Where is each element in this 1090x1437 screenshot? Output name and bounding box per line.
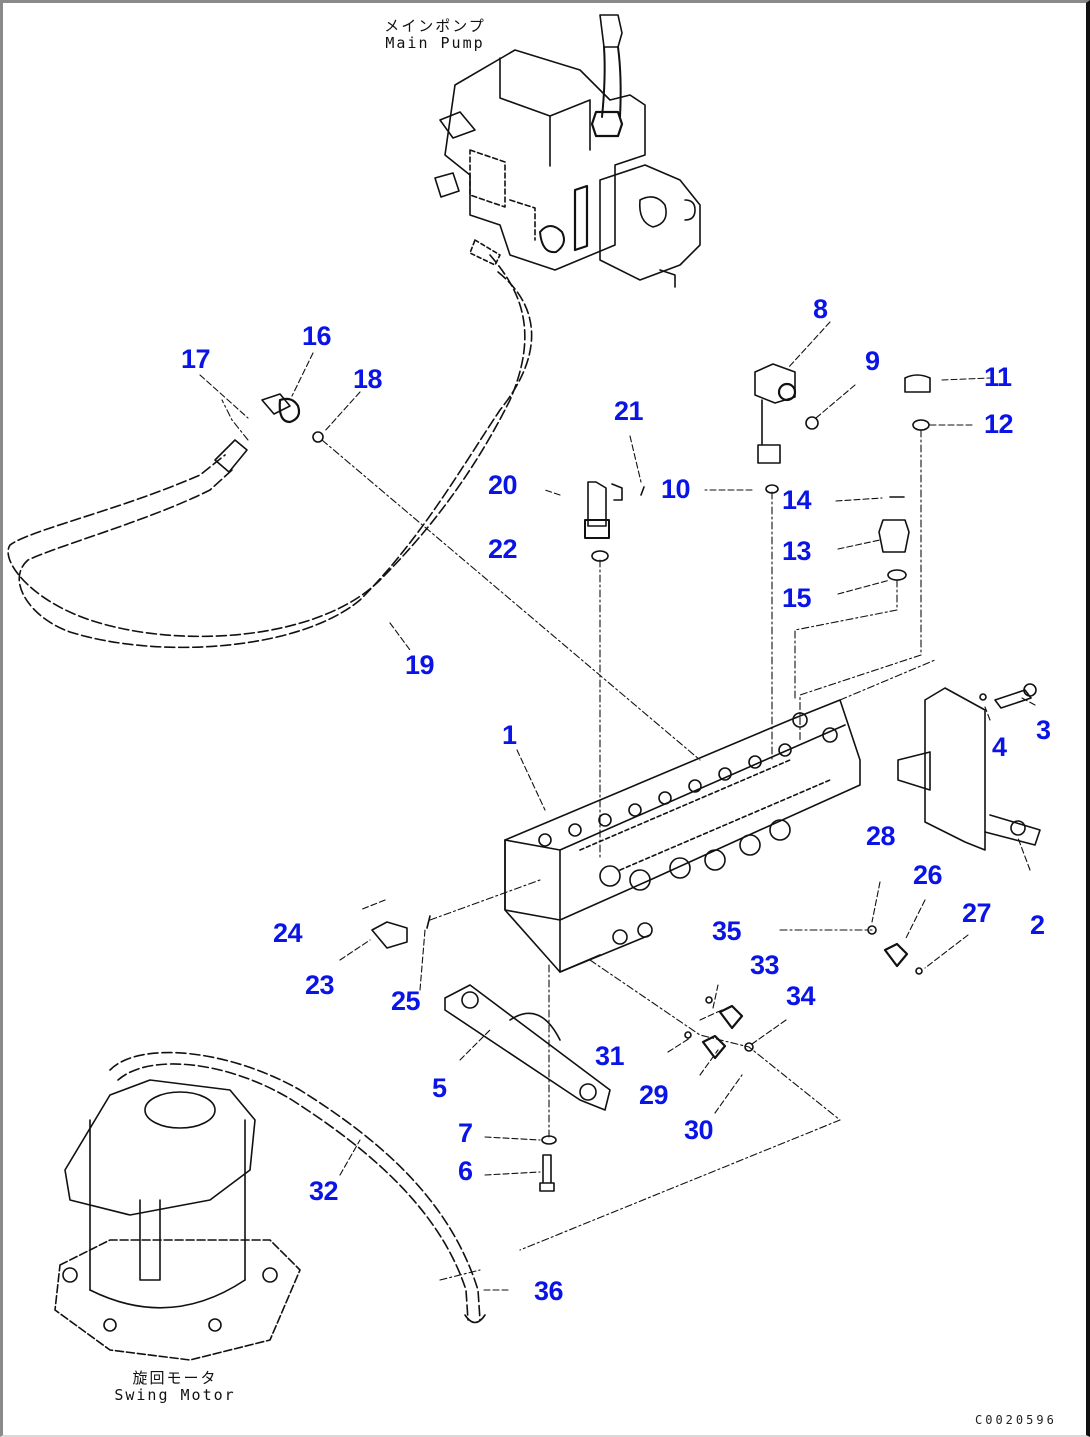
leader-lines — [221, 399, 936, 1281]
oring-18 — [312, 431, 324, 443]
bolt-6 — [539, 1154, 555, 1192]
oring-28 — [867, 925, 877, 935]
oring-12 — [912, 419, 930, 431]
main-pump — [434, 14, 701, 288]
swing-motor-caption: 旋回モータ Swing Motor — [95, 1369, 255, 1405]
callout-26: 26 — [913, 860, 943, 890]
callout-14: 14 — [782, 485, 812, 515]
callout-8: 8 — [813, 294, 828, 324]
callout-12: 12 — [984, 409, 1014, 439]
oring-31 — [684, 1031, 692, 1039]
callout-22: 22 — [488, 534, 518, 564]
callout-7: 7 — [458, 1118, 473, 1148]
callout-6: 6 — [458, 1156, 473, 1186]
plate-5 — [444, 984, 611, 1111]
callout-35: 35 — [712, 916, 742, 946]
drawing-code: C0020596 — [975, 1413, 1057, 1427]
callout-3: 3 — [1036, 715, 1051, 745]
callout-24: 24 — [273, 918, 303, 948]
oring-9 — [805, 416, 819, 430]
main-pump-caption-jp: メインポンプ — [384, 17, 486, 35]
callout-17: 17 — [181, 344, 211, 374]
elbow-20 — [584, 481, 623, 539]
swing-motor-caption-en: Swing Motor — [114, 1386, 236, 1405]
bolt-3-head — [1023, 683, 1037, 697]
hose-32-end — [464, 1314, 486, 1324]
elbow-23 — [371, 921, 408, 949]
plug-29 — [701, 1034, 727, 1060]
control-valve-1 — [504, 699, 861, 973]
hose-32 — [109, 1051, 481, 1321]
callout-32: 32 — [309, 1176, 339, 1206]
callout-28: 28 — [866, 821, 896, 851]
callout-36: 36 — [534, 1276, 564, 1306]
callout-13: 13 — [782, 536, 812, 566]
oring-27 — [915, 967, 923, 975]
main-pump-caption: メインポンプ Main Pump — [370, 17, 500, 53]
callout-23: 23 — [305, 970, 335, 1000]
oring-21 — [640, 486, 645, 496]
elbow-8 — [754, 363, 797, 464]
bolt-3 — [994, 689, 1032, 709]
callout-4: 4 — [992, 732, 1007, 762]
swing-motor-caption-jp: 旋回モータ — [132, 1369, 218, 1387]
callout-29: 29 — [639, 1080, 669, 1110]
washer-4 — [979, 693, 987, 701]
hose-19-fitting — [214, 439, 248, 473]
oring-25 — [426, 915, 431, 929]
callout-34: 34 — [786, 981, 816, 1011]
oring-35 — [705, 996, 713, 1004]
plug-33 — [718, 1004, 744, 1030]
callout-16: 16 — [302, 321, 332, 351]
main-pump-caption-en: Main Pump — [385, 34, 485, 53]
hose-19 — [7, 254, 533, 649]
fitting-16 — [261, 393, 301, 424]
plug-11 — [904, 374, 931, 393]
plug-13 — [878, 519, 910, 553]
callout-30: 30 — [684, 1115, 714, 1145]
callout-18: 18 — [353, 364, 383, 394]
plug-26 — [883, 942, 909, 968]
swing-motor — [54, 1079, 301, 1361]
callout-9: 9 — [865, 346, 880, 376]
callout-27: 27 — [962, 898, 992, 928]
callout-31: 31 — [595, 1041, 625, 1071]
callout-leaders — [199, 321, 1036, 1291]
bracket-2 — [897, 687, 1041, 851]
callout-25: 25 — [391, 986, 421, 1016]
callout-33: 33 — [750, 950, 780, 980]
callout-10: 10 — [661, 474, 691, 504]
callout-11: 11 — [984, 362, 1012, 392]
callout-5: 5 — [432, 1073, 447, 1103]
callout-15: 15 — [782, 583, 812, 613]
callout-20: 20 — [488, 470, 518, 500]
callout-1: 1 — [502, 720, 517, 750]
callout-21: 21 — [614, 396, 644, 426]
oring-15 — [887, 569, 907, 581]
callout-2: 2 — [1030, 910, 1045, 940]
callout-19: 19 — [405, 650, 435, 680]
oring-34 — [744, 1042, 754, 1052]
